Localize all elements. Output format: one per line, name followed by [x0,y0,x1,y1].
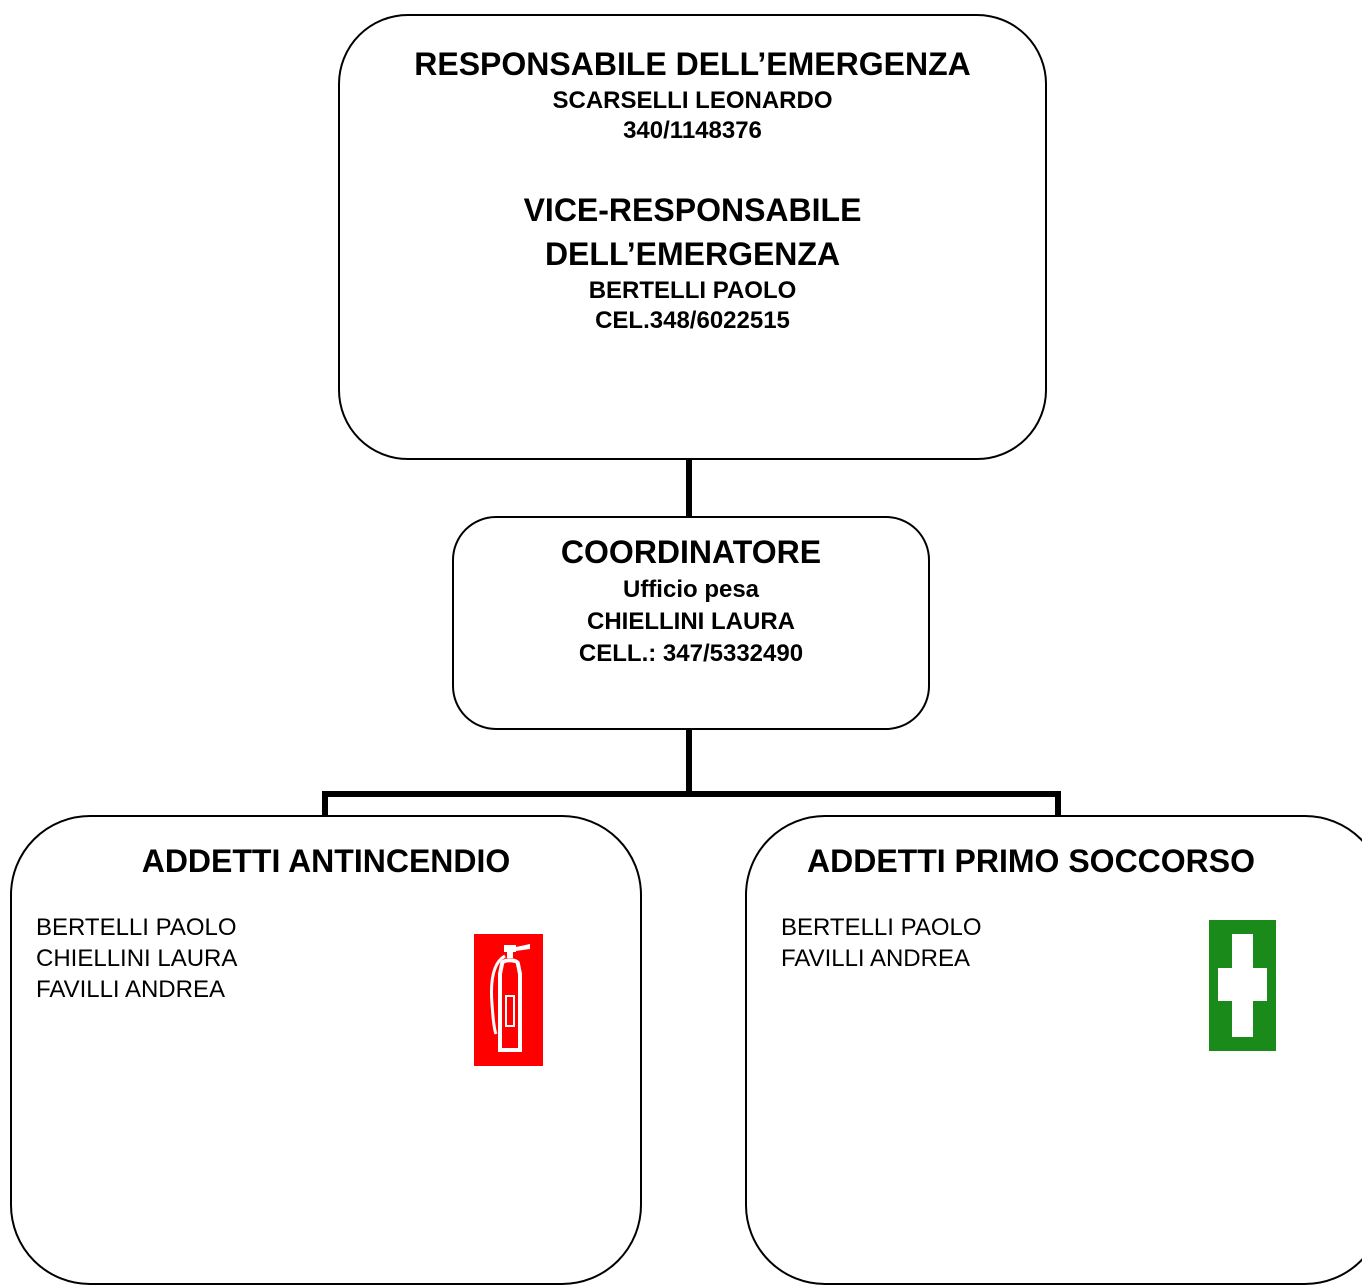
first-aid-team-member: FAVILLI ANDREA [781,945,970,972]
connector-horizontal [322,791,1061,797]
connector-left-drop [322,791,328,817]
coordinator-title: COORDINATORE [560,534,822,570]
fire-team-member: CHIELLINI LAURA [36,945,238,972]
fire-team-member: FAVILLI ANDREA [36,976,225,1003]
coordinator-box: COORDINATORE Ufficio pesa CHIELLINI LAUR… [452,516,930,730]
responsabile-title: RESPONSABILE DELL’EMERGENZA [414,46,971,82]
responsabile-phone: 340/1148376 [623,117,762,144]
vice-title-line1: VICE-RESPONSABILE [523,192,862,228]
connector-top-vertical [686,458,692,518]
coordinator-phone: CELL.: 347/5332490 [578,640,804,667]
vice-title-line2: DELL’EMERGENZA [544,236,841,272]
first-aid-team-list: BERTELLI PAOLO FAVILLI ANDREA [781,912,982,974]
coordinator-name: CHIELLINI LAURA [587,608,795,635]
emergency-manager-box: RESPONSABILE DELL’EMERGENZA SCARSELLI LE… [338,14,1047,460]
first-aid-team-title: ADDETTI PRIMO SOCCORSO [807,843,1256,879]
connector-middle-vertical [686,728,692,794]
fire-team-box: ADDETTI ANTINCENDIO BERTELLI PAOLO CHIEL… [10,815,642,1285]
fire-extinguisher-icon [474,934,543,1066]
vice-name: BERTELLI PAOLO [588,277,797,304]
first-aid-cross-icon [1209,920,1276,1051]
fire-team-title: ADDETTI ANTINCENDIO [141,843,511,879]
vice-phone: CEL.348/6022515 [595,307,790,334]
responsabile-name: SCARSELLI LEONARDO [552,87,833,114]
first-aid-team-box: ADDETTI PRIMO SOCCORSO BERTELLI PAOLO FA… [745,815,1362,1285]
connector-right-drop [1055,791,1061,817]
fire-team-member: BERTELLI PAOLO [36,914,237,941]
fire-team-list: BERTELLI PAOLO CHIELLINI LAURA FAVILLI A… [36,912,237,1005]
first-aid-team-member: BERTELLI PAOLO [781,914,982,941]
coordinator-office: Ufficio pesa [622,576,760,603]
